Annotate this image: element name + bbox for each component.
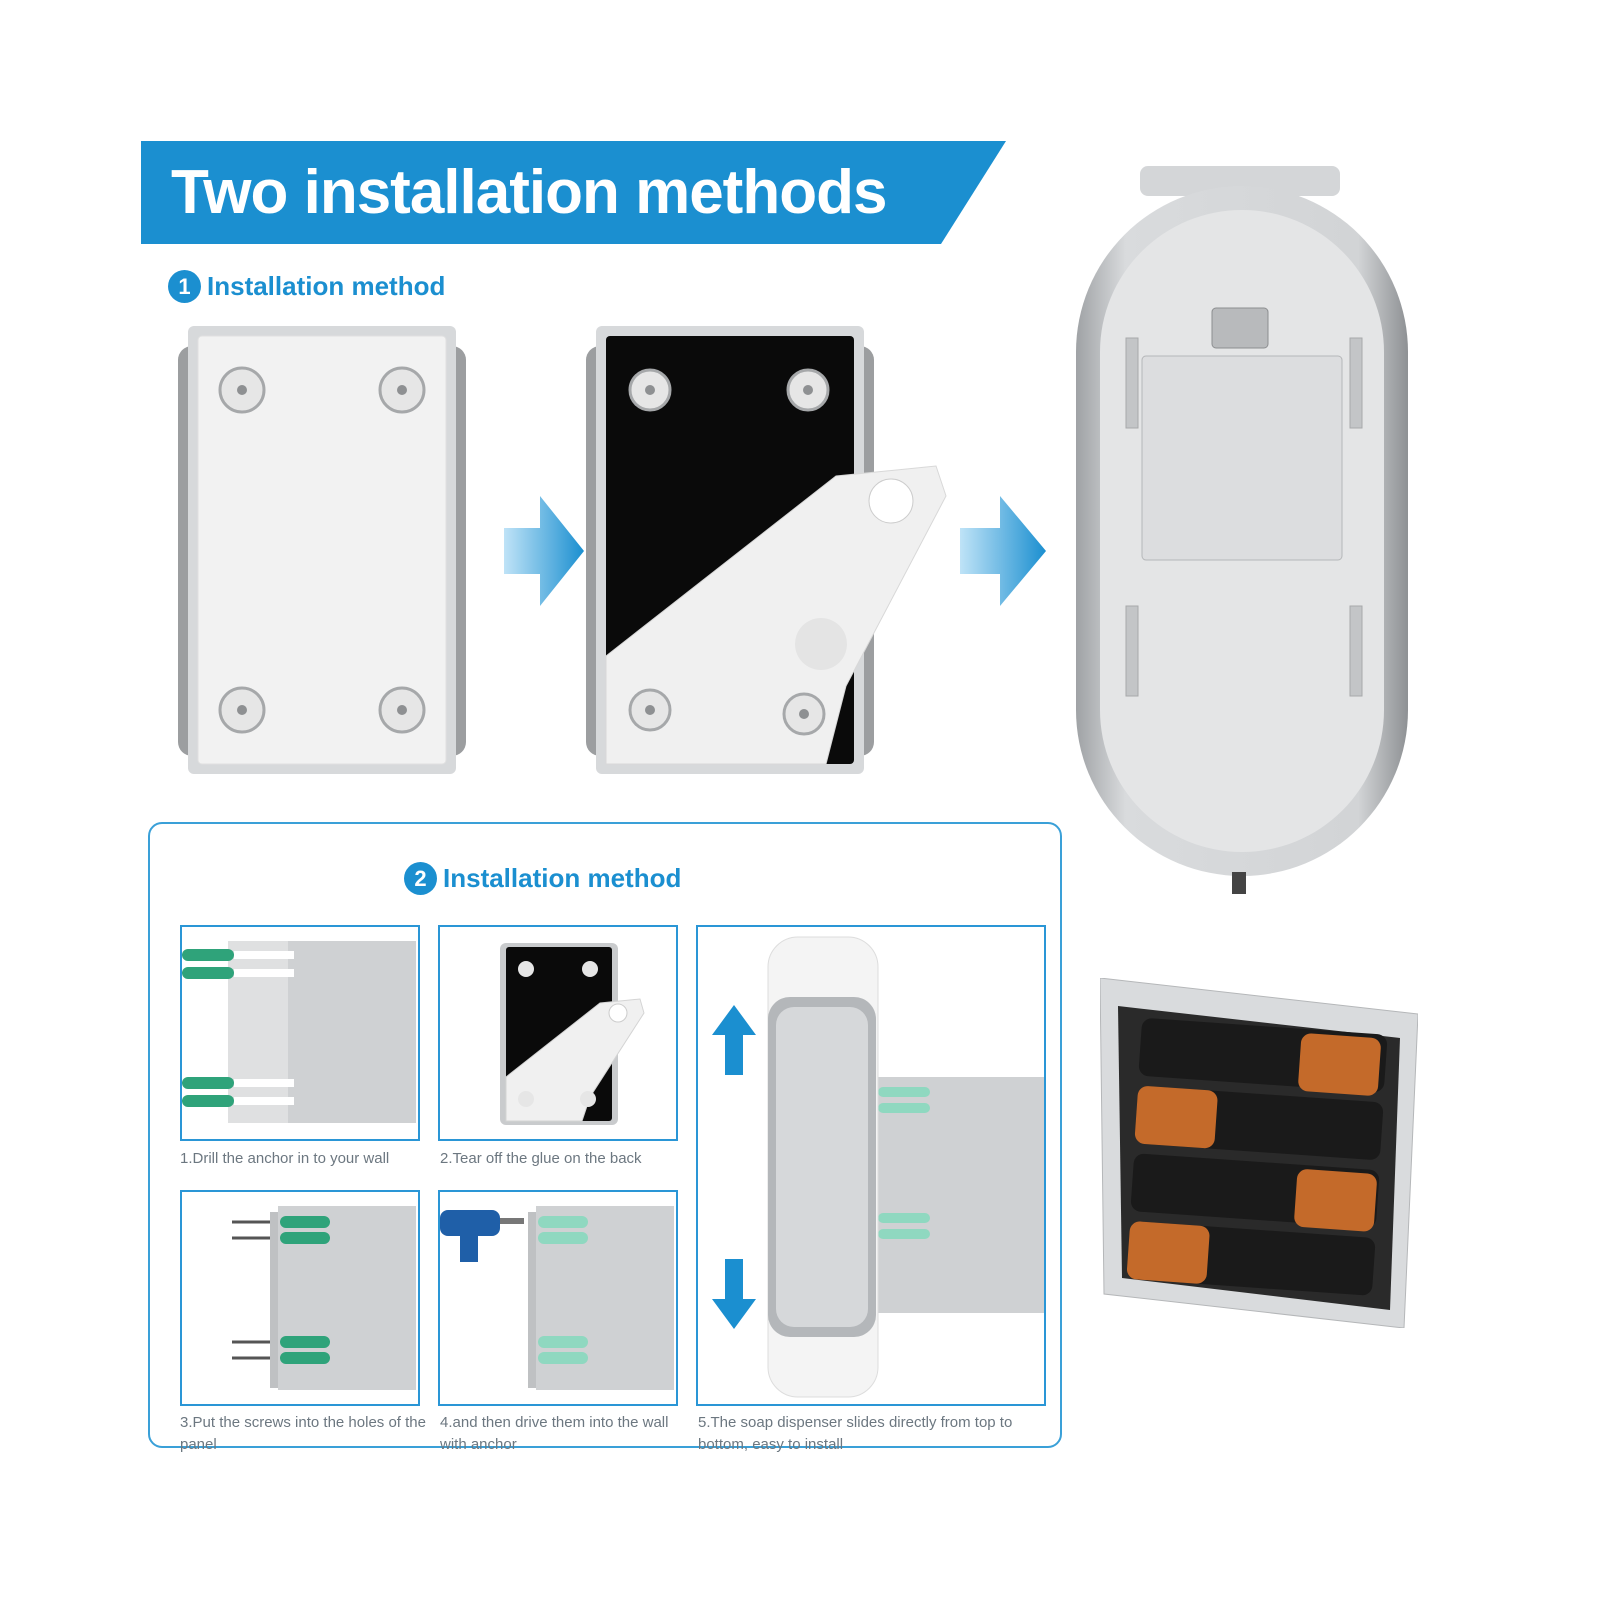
- step2-caption: 2.Tear off the glue on the back: [440, 1150, 642, 1167]
- step4-caption: 4.and then drive them into the wall with…: [440, 1414, 669, 1453]
- battery-compartment-image: [1099, 977, 1419, 1329]
- banner-shape: [141, 141, 1006, 244]
- method2-heading: 2 Installation method: [404, 862, 681, 895]
- method2-label: Installation method: [443, 863, 682, 893]
- step3-panel: [180, 1190, 420, 1406]
- step1-caption: 1.Drill the anchor in to your wall: [180, 1150, 390, 1167]
- step4-panel: [438, 1190, 678, 1406]
- drill-icon: [440, 1210, 524, 1262]
- right-arrow-icon: [504, 496, 584, 606]
- down-arrow-icon: [712, 1259, 756, 1329]
- step5-panel: [696, 925, 1046, 1406]
- adhesive-plate-image: [178, 326, 466, 774]
- dispenser-back-image: [1072, 166, 1412, 896]
- page-title: Two installation methods: [171, 158, 887, 227]
- method2-number-badge: 2: [404, 862, 437, 895]
- step5-caption: 5.The soap dispenser slides directly fro…: [698, 1414, 1013, 1453]
- up-arrow-icon: [712, 1005, 756, 1075]
- method1-label: Installation method: [207, 271, 446, 301]
- method1-heading: 1 Installation method: [168, 270, 445, 303]
- method2-box: [148, 822, 1062, 1448]
- step1-panel: [180, 925, 420, 1141]
- right-arrow-icon: [960, 496, 1046, 606]
- step2-panel: [438, 925, 678, 1141]
- step3-caption: 3.Put the screws into the holes of the p…: [180, 1414, 426, 1453]
- method1-number-badge: 1: [168, 270, 201, 303]
- title-banner: Two installation methods: [141, 141, 1006, 244]
- peeling-adhesive-image: [586, 326, 956, 774]
